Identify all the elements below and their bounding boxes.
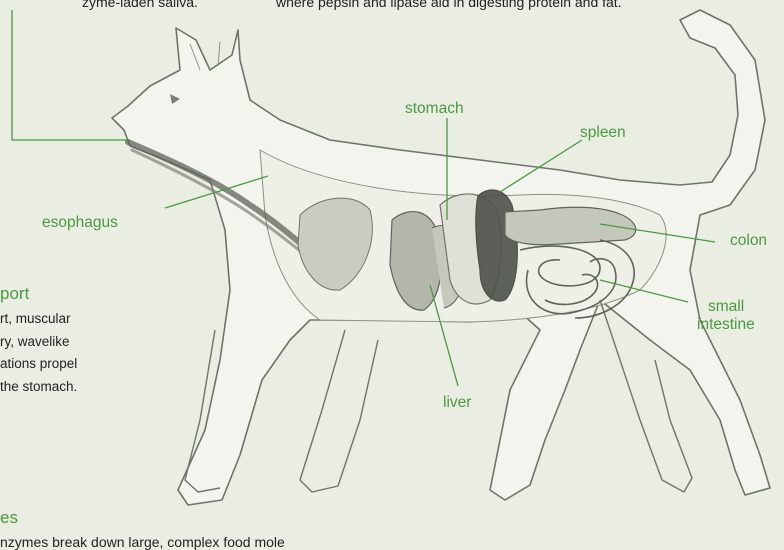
label-colon: colon bbox=[730, 232, 767, 250]
label-small-intestine-line2: intestine bbox=[697, 316, 755, 334]
transport-body: rt, muscular ry, wavelike ations propel … bbox=[0, 308, 170, 398]
spleen-organ bbox=[476, 190, 518, 301]
label-spleen: spleen bbox=[580, 124, 626, 142]
label-liver: liver bbox=[443, 394, 471, 412]
transport-line: ations propel bbox=[0, 353, 170, 376]
transport-line: ry, wavelike bbox=[0, 331, 170, 354]
caption-saliva: zyme-laden saliva. bbox=[82, 0, 198, 10]
transport-line: rt, muscular bbox=[0, 308, 170, 331]
caption-pepsin: where pepsin and lipase aid in digesting… bbox=[276, 0, 622, 10]
label-stomach: stomach bbox=[405, 100, 464, 118]
transport-heading: port bbox=[0, 284, 29, 304]
salivary-leader-line bbox=[12, 10, 130, 140]
label-small-intestine-line1: small bbox=[708, 298, 744, 316]
enzymes-heading: es bbox=[0, 508, 18, 528]
label-esophagus: esophagus bbox=[42, 214, 118, 232]
enzymes-body: nzymes break down large, complex food mo… bbox=[0, 534, 285, 550]
transport-line: the stomach. bbox=[0, 376, 170, 399]
